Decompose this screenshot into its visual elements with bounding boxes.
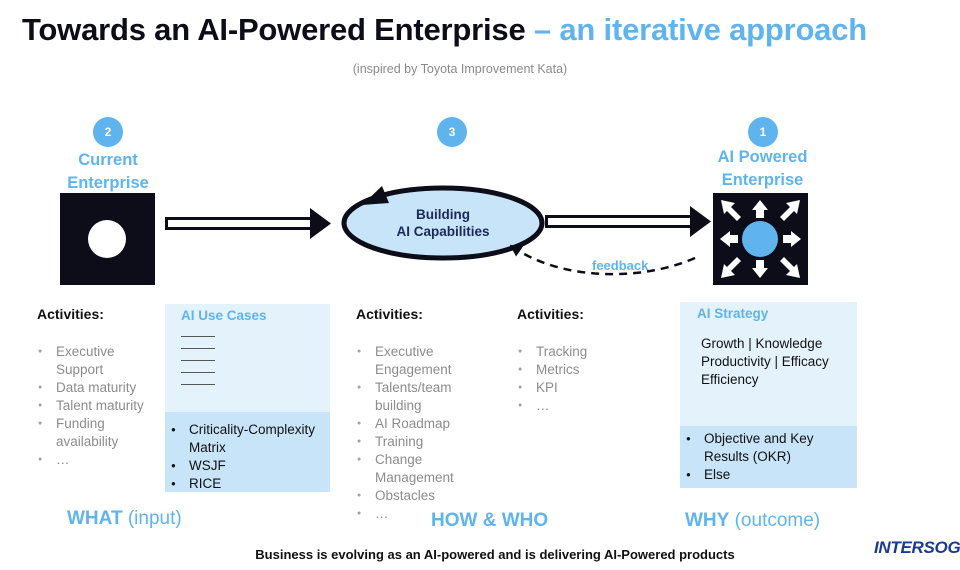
placeholder-line — [181, 336, 215, 337]
how-activities-heading: Activities: — [356, 306, 423, 322]
list-item: Else — [680, 466, 857, 484]
how-activities-list: Executive Engagement Talents/team buildi… — [356, 343, 486, 523]
stage-label-powered-line1: AI Powered — [717, 148, 808, 166]
list-item: Executive — [37, 343, 167, 361]
strategy-text-line: Efficiency — [701, 372, 759, 387]
tracking-activities-heading: Activities: — [517, 306, 584, 322]
current-enterprise-icon — [60, 193, 155, 285]
strategy-text: Growth | Knowledge Productivity | Effica… — [701, 335, 829, 389]
list-item: AI Roadmap — [356, 415, 486, 433]
stage-label-building-line2: AI Capabilities — [396, 224, 490, 239]
list-item-continuation: availability — [56, 434, 119, 449]
list-item: Obstacles — [356, 487, 486, 505]
strategy-panel: AI Strategy Growth | Knowledge Productiv… — [680, 302, 857, 426]
strategy-text-line: Productivity | Efficacy — [701, 354, 829, 369]
list-item-continuation: Support — [56, 362, 104, 377]
ai-powered-enterprise-icon — [713, 193, 808, 285]
list-item-continuation: Matrix — [189, 440, 226, 455]
feedback-label: feedback — [592, 258, 649, 273]
stage-label-powered-line2: Enterprise — [721, 171, 804, 189]
list-item: Funding — [37, 415, 167, 433]
section-label-what-sub: (input) — [122, 508, 182, 529]
strategy-okr-panel: Objective and Key Results (OKR) Else — [680, 426, 857, 488]
section-label-how: HOW & WHO — [431, 510, 549, 531]
list-item: Training — [356, 433, 486, 451]
stage-badge-powered: 1 — [748, 117, 778, 147]
use-cases-methods-list: Criticality-Complexity Matrix WSJF RICE — [165, 421, 330, 493]
stage-label-powered: AI Powered Enterprise — [690, 146, 835, 192]
diagram-graphics — [60, 185, 808, 285]
stage-label-current-line1: Current — [78, 151, 138, 169]
company-logo: INTERSOG — [874, 538, 960, 557]
list-item: building — [356, 397, 486, 415]
stage-label-current: Current Enterprise — [43, 149, 173, 195]
list-item: Metrics — [517, 361, 647, 379]
list-item: Tracking — [517, 343, 647, 361]
list-item: Criticality-Complexity — [165, 421, 330, 439]
list-item: WSJF — [165, 457, 330, 475]
section-label-what: WHAT (input) — [67, 508, 182, 530]
list-item-continuation: Engagement — [375, 362, 452, 377]
list-item: … — [517, 397, 647, 415]
list-item: Results (OKR) — [680, 448, 857, 466]
placeholder-line — [181, 348, 215, 349]
page-subtitle: (inspired by Toyota Improvement Kata) — [352, 62, 568, 76]
list-item: Talents/team — [356, 379, 486, 397]
stage-badge-current: 2 — [93, 117, 123, 147]
ring-arrowhead-icon — [362, 186, 389, 205]
tracking-activities-list: Tracking Metrics KPI … — [517, 343, 647, 415]
use-cases-title: AI Use Cases — [181, 308, 267, 323]
list-item: Objective and Key — [680, 430, 857, 448]
placeholder-line — [181, 360, 215, 361]
strategy-title: AI Strategy — [697, 306, 769, 321]
what-activities-list: Executive Support Data maturity Talent m… — [37, 343, 167, 469]
building-capabilities-ring — [341, 185, 545, 261]
use-cases-panel: AI Use Cases — [165, 304, 330, 412]
list-item: Executive — [356, 343, 486, 361]
list-item-continuation: building — [375, 398, 422, 413]
what-activities-heading: Activities: — [37, 306, 104, 322]
strategy-text-line: Growth | Knowledge — [701, 336, 823, 351]
section-label-why: WHY (outcome) — [685, 510, 820, 532]
list-item: Support — [37, 361, 167, 379]
list-item: RICE — [165, 475, 330, 493]
placeholder-line — [181, 372, 215, 373]
list-item: availability — [37, 433, 167, 451]
list-item: Change — [356, 451, 486, 469]
title-main: Towards an AI-Powered Enterprise — [22, 12, 526, 47]
section-label-why-sub: (outcome) — [729, 510, 821, 531]
title-accent: – an iterative approach — [525, 12, 867, 47]
strategy-okr-list: Objective and Key Results (OKR) Else — [680, 430, 857, 484]
list-item: Engagement — [356, 361, 486, 379]
list-item: Talent maturity — [37, 397, 167, 415]
arrow-building-to-powered — [545, 206, 711, 237]
list-item: Matrix — [165, 439, 330, 457]
stage-label-building: Building AI Capabilities — [373, 206, 513, 240]
placeholder-line — [181, 384, 215, 385]
arrow-current-to-building — [165, 208, 331, 239]
stage-label-current-line2: Enterprise — [67, 174, 149, 192]
stage-label-building-line1: Building — [416, 207, 470, 222]
list-item-continuation: Results (OKR) — [704, 449, 792, 464]
list-item: Data maturity — [37, 379, 167, 397]
footer-statement: Business is evolving as an AI-powered an… — [255, 547, 735, 562]
list-item-continuation: Management — [375, 470, 454, 485]
list-item: … — [356, 505, 486, 523]
list-item: Management — [356, 469, 486, 487]
section-label-what-main: WHAT — [67, 508, 123, 529]
page-title: Towards an AI-Powered Enterprise – an it… — [22, 12, 867, 48]
list-item: … — [37, 451, 167, 469]
list-item: KPI — [517, 379, 647, 397]
stage-badge-building: 3 — [437, 117, 467, 147]
section-label-why-main: WHY — [685, 510, 730, 531]
use-cases-methods-panel: Criticality-Complexity Matrix WSJF RICE — [165, 412, 330, 493]
